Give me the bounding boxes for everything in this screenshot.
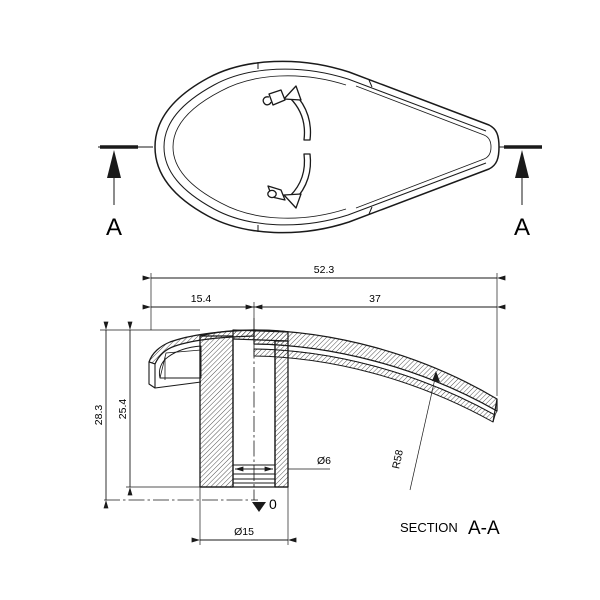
rotation-arrow-upper — [289, 92, 312, 141]
section-arrow-left: A — [100, 145, 138, 241]
section-title-suffix: A-A — [468, 518, 500, 539]
section-title: SECTION A-A — [400, 518, 500, 539]
section-arrow-label-left: A — [106, 214, 122, 241]
dim-label-right-length: 37 — [369, 293, 381, 305]
dim-arrow-radius — [432, 371, 440, 382]
dim-leader-radius — [409, 373, 437, 491]
rotation-arrow-upper-head — [283, 85, 302, 101]
top-view-tick-upper-tail — [368, 79, 373, 88]
section-boss-right-wall — [274, 340, 289, 488]
datum-triangle-icon — [252, 502, 266, 512]
section-left-wing-cavity — [158, 345, 202, 379]
section-left-wing-cavity-detail2 — [159, 349, 202, 379]
top-view-tail-upper-contour — [355, 85, 492, 148]
datum-marker: 0 — [252, 496, 277, 512]
section-boss-upper-web — [232, 329, 289, 342]
dim-label-overall-height: 28.3 — [93, 405, 105, 426]
top-view-outer-outline — [154, 60, 500, 234]
top-view-tail-lower-contour — [355, 146, 492, 209]
rotation-arrow-lower — [289, 153, 312, 202]
dim-label-inner-height: 25.4 — [117, 399, 129, 420]
dim-label-radius: R58 — [390, 449, 406, 470]
section-title-prefix: SECTION — [400, 520, 458, 535]
dim-label-boss-diameter: Ø15 — [234, 526, 254, 538]
top-view-tick-lower-tail — [368, 206, 373, 215]
section-left-wing-lower-contour — [154, 381, 202, 389]
section-arrow-right: A — [504, 145, 542, 241]
top-view: A A — [98, 60, 542, 241]
top-view-bulb-inner-contour — [172, 75, 347, 219]
section-view: 52.3 15.4 37 28.3 25.4 Ø6 0 — [93, 264, 506, 545]
top-view-inner-rim — [163, 68, 487, 226]
section-right-arm-end — [492, 398, 498, 423]
dim-label-left-length: 15.4 — [191, 293, 212, 305]
latch-symbol-lower — [267, 185, 286, 201]
datum-label: 0 — [269, 496, 277, 512]
section-left-wing-lower-edge — [148, 361, 156, 389]
dim-label-bore-diameter: Ø6 — [317, 455, 331, 467]
dim-label-overall-length: 52.3 — [314, 264, 335, 276]
rotation-arrow-lower-head — [283, 193, 302, 209]
section-arrow-head-left — [107, 150, 121, 178]
section-boss-left-wall — [199, 335, 234, 488]
latch-symbol-upper — [262, 89, 286, 106]
section-arrow-label-right: A — [514, 214, 530, 241]
section-arrow-head-right — [515, 150, 529, 178]
